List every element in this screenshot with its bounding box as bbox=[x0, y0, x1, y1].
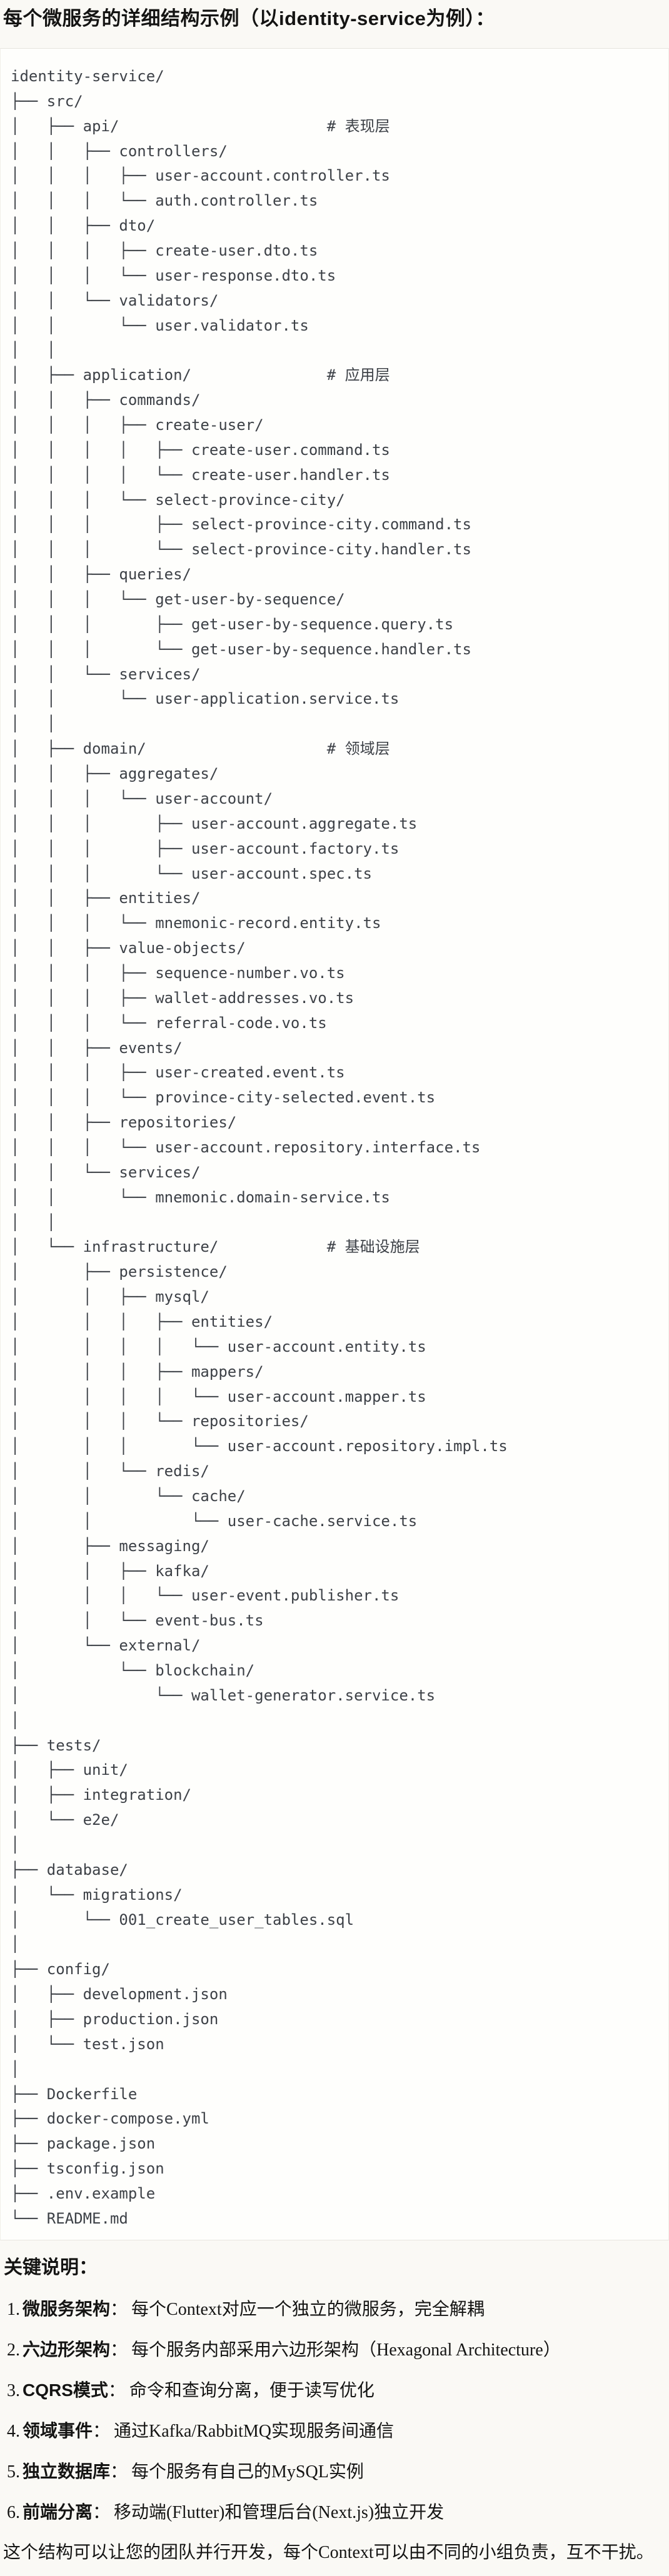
notes-list: 1.微服务架构：每个Context对应一个独立的微服务，完全解耦 2.六边形架构… bbox=[3, 2298, 665, 2524]
closing-paragraph: 这个结构可以让您的团队并行开发，每个Context可以由不同的小组负责，互不干扰… bbox=[3, 2542, 654, 2562]
note-label: 前端分离 bbox=[23, 2502, 93, 2522]
list-item: 1.微服务架构：每个Context对应一个独立的微服务，完全解耦 bbox=[7, 2298, 665, 2321]
note-text: 命令和查询分离，便于读写优化 bbox=[129, 2380, 375, 2400]
list-item: 5.独立数据库：每个服务有自己的MySQL实例 bbox=[7, 2460, 665, 2484]
note-colon: ： bbox=[93, 2502, 111, 2522]
note-label: 领域事件 bbox=[23, 2420, 93, 2440]
note-number: 4. bbox=[7, 2421, 20, 2441]
directory-tree-code-block: identity-service/ ├── src/ │ ├── api/ # … bbox=[0, 48, 669, 2240]
key-notes-section: 关键说明： 1.微服务架构：每个Context对应一个独立的微服务，完全解耦 2… bbox=[0, 2257, 669, 2576]
note-label: 微服务架构 bbox=[23, 2299, 111, 2319]
note-number: 1. bbox=[7, 2299, 20, 2319]
page-title: 每个微服务的详细结构示例（以identity-service为例）： bbox=[3, 7, 495, 29]
note-colon: ： bbox=[108, 2380, 126, 2400]
list-item: 2.六边形架构：每个服务内部采用六边形架构（Hexagonal Architec… bbox=[7, 2339, 665, 2362]
note-text: 每个服务内部采用六边形架构（Hexagonal Architecture） bbox=[131, 2340, 561, 2360]
note-text: 移动端(Flutter)和管理后台(Next.js)独立开发 bbox=[114, 2502, 445, 2522]
note-colon: ： bbox=[110, 2340, 128, 2360]
list-item: 3.CQRS模式：命令和查询分离，便于读写优化 bbox=[7, 2379, 665, 2402]
note-text: 通过Kafka/RabbitMQ实现服务间通信 bbox=[114, 2421, 394, 2441]
list-item: 4.领域事件：通过Kafka/RabbitMQ实现服务间通信 bbox=[7, 2420, 665, 2443]
note-number: 3. bbox=[7, 2380, 20, 2400]
note-number: 5. bbox=[7, 2462, 20, 2482]
note-colon: ： bbox=[93, 2421, 111, 2441]
note-text: 每个服务有自己的MySQL实例 bbox=[131, 2462, 364, 2482]
note-colon: ： bbox=[110, 2462, 128, 2482]
note-number: 2. bbox=[7, 2340, 20, 2360]
notes-heading: 关键说明： bbox=[4, 2257, 98, 2278]
note-colon: ： bbox=[110, 2299, 128, 2319]
note-text: 每个Context对应一个独立的微服务，完全解耦 bbox=[131, 2299, 485, 2319]
list-item: 6.前端分离：移动端(Flutter)和管理后台(Next.js)独立开发 bbox=[7, 2501, 665, 2524]
note-label: 独立数据库 bbox=[23, 2461, 111, 2481]
note-label: 六边形架构 bbox=[23, 2339, 111, 2359]
note-label: CQRS模式 bbox=[23, 2380, 108, 2400]
note-number: 6. bbox=[7, 2502, 20, 2522]
